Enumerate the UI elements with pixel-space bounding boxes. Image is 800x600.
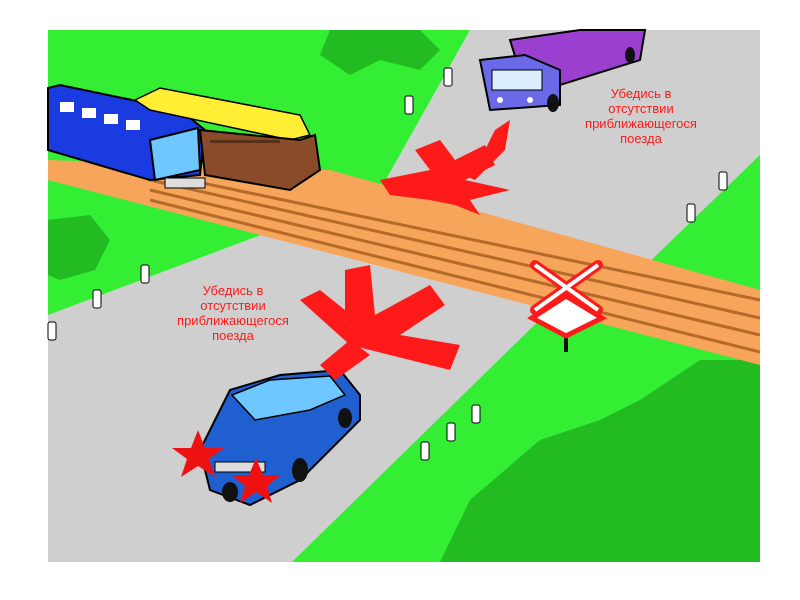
hazard-star-icon <box>172 430 281 503</box>
caption-line: отсутствии <box>200 298 266 313</box>
caption-line: Убедись в <box>610 86 672 101</box>
grass-patch-left <box>48 215 110 280</box>
locomotive-windows <box>60 102 140 130</box>
grass-patch-top <box>320 30 440 75</box>
locomotive <box>47 83 207 189</box>
x-mark-icon <box>300 265 460 380</box>
caption-line: Убедись в <box>202 283 264 298</box>
x-mark-icon <box>380 120 510 215</box>
caption-line: приближающегося <box>585 116 697 131</box>
caption-line: поезда <box>212 328 254 343</box>
caption-line: поезда <box>620 131 662 146</box>
grass-patch-bottom-right <box>440 360 760 562</box>
warning-caption-top: Убедись в отсутствии приближающегося пое… <box>548 86 734 146</box>
caption-line: приближающегося <box>177 313 289 328</box>
warning-caption-bottom: Убедись в отсутствии приближающегося пое… <box>140 283 326 343</box>
truck <box>478 29 647 112</box>
road-posts <box>47 67 728 461</box>
rails <box>149 170 761 354</box>
log-wagon <box>133 87 322 192</box>
railroad-crossing-sign-icon <box>527 260 608 352</box>
blue-car <box>198 368 361 507</box>
caption-line: отсутствии <box>608 101 674 116</box>
